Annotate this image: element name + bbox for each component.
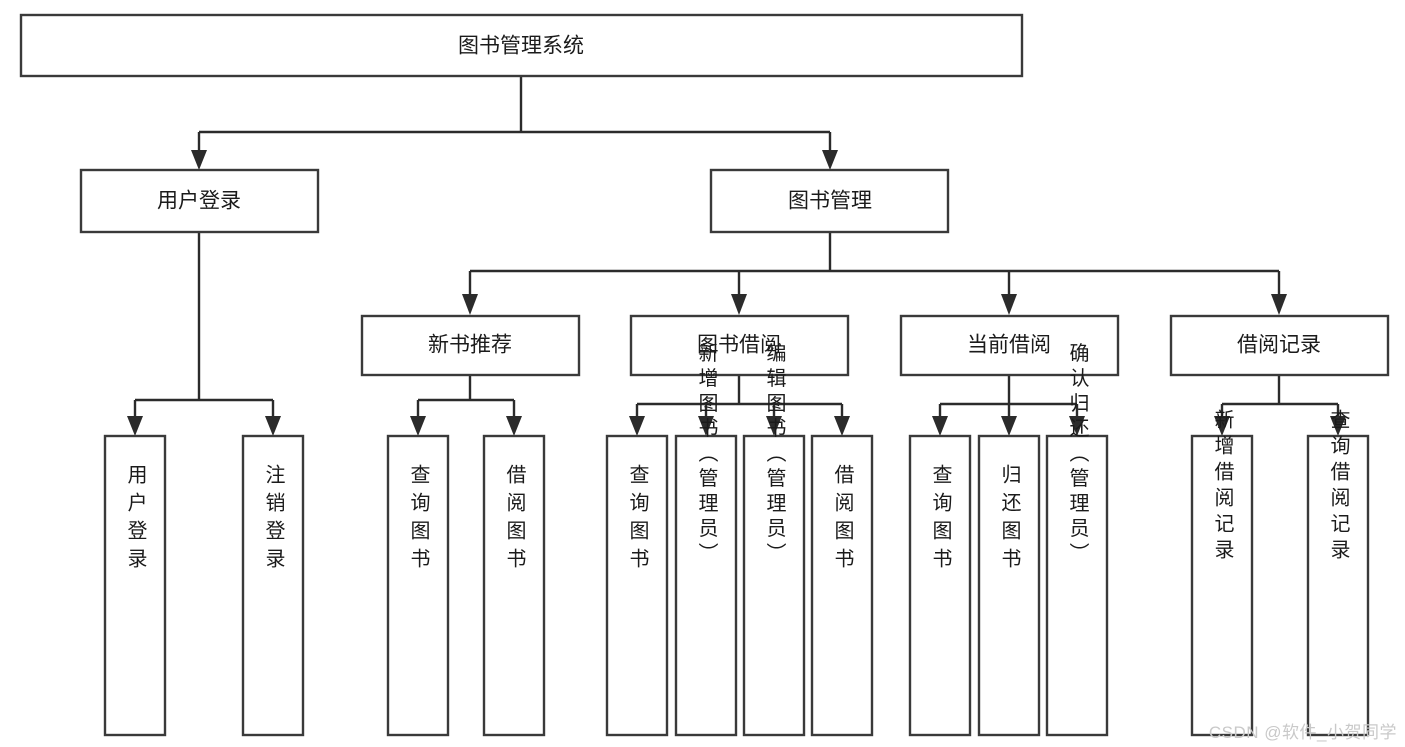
node-leaf-query-record-label: 查询借阅记录 <box>1327 409 1350 565</box>
node-leaf-edit-book-label: 编辑图书（管理员） <box>763 342 786 567</box>
arrow-head-leaf-borrow-book-2 <box>834 416 850 436</box>
arrow-head-leaf-add-record <box>1214 416 1230 436</box>
node-book-manage-label: 图书管理 <box>788 190 872 213</box>
arrow-head-borrow-record <box>1271 294 1287 315</box>
arrow-head-leaf-borrow-book-1 <box>506 416 522 436</box>
node-leaf-logout-login[interactable]: 注销登录 <box>241 434 305 737</box>
node-leaf-borrow-book-1-label: 借阅图书 <box>503 464 526 576</box>
arrow-head-leaf-query-record <box>1330 416 1346 436</box>
node-book-borrow-label: 图书借阅 <box>697 334 781 357</box>
node-leaf-query-book-2-label: 查询图书 <box>626 464 649 576</box>
node-leaf-user-login-label: 用户登录 <box>124 464 147 576</box>
node-leaf-return-book[interactable]: 归还图书 <box>977 434 1041 737</box>
node-book-borrow[interactable]: 图书借阅 <box>629 314 850 377</box>
node-new-book-recommend-box[interactable] <box>360 314 581 377</box>
node-leaf-query-book-1-box[interactable] <box>386 434 450 737</box>
node-leaf-confirm-return-box[interactable] <box>1045 434 1109 737</box>
arrow-head-leaf-logout-login <box>265 416 281 436</box>
node-leaf-query-record[interactable]: 查询借阅记录 <box>1306 409 1370 737</box>
node-root[interactable]: 图书管理系统 <box>19 13 1024 78</box>
node-leaf-query-book-1-label: 查询图书 <box>407 464 430 576</box>
node-root-label: 图书管理系统 <box>458 35 584 58</box>
node-book-borrow-box[interactable] <box>629 314 850 377</box>
arrow-head-user-login <box>191 150 207 170</box>
node-leaf-borrow-book-2[interactable]: 借阅图书 <box>810 434 874 737</box>
node-leaf-query-book-3-label: 查询图书 <box>929 464 952 576</box>
node-leaf-query-book-1[interactable]: 查询图书 <box>386 434 450 737</box>
node-leaf-return-book-box[interactable] <box>977 434 1041 737</box>
arrow-head-leaf-query-book-1 <box>410 416 426 436</box>
node-current-borrow-box[interactable] <box>899 314 1120 377</box>
node-user-login[interactable]: 用户登录 <box>79 168 320 234</box>
node-leaf-query-book-3-box[interactable] <box>908 434 972 737</box>
arrow-head-new-book-recommend <box>462 294 478 315</box>
node-leaf-borrow-book-2-box[interactable] <box>810 434 874 737</box>
arrow-head-book-borrow <box>731 294 747 315</box>
node-leaf-add-book[interactable]: 新增图书（管理员） <box>674 342 738 737</box>
node-leaf-query-book-2[interactable]: 查询图书 <box>605 434 669 737</box>
node-leaf-user-login[interactable]: 用户登录 <box>103 434 167 737</box>
node-leaf-borrow-book-2-label: 借阅图书 <box>831 464 854 576</box>
connector-layer <box>127 76 1346 436</box>
node-book-manage[interactable]: 图书管理 <box>709 168 950 234</box>
node-leaf-logout-login-box[interactable] <box>241 434 305 737</box>
arrow-head-leaf-user-login <box>127 416 143 436</box>
node-leaf-edit-book-box[interactable] <box>742 434 806 737</box>
arrow-head-leaf-edit-book <box>766 416 782 436</box>
node-leaf-query-book-2-box[interactable] <box>605 434 669 737</box>
node-leaf-user-login-box[interactable] <box>103 434 167 737</box>
arrow-head-leaf-add-book <box>698 416 714 436</box>
node-leaf-logout-login-label: 注销登录 <box>262 464 285 576</box>
csdn-watermark: CSDN @软件_小贺同学 <box>1208 723 1397 742</box>
node-leaf-borrow-book-1-box[interactable] <box>482 434 546 737</box>
node-root-box[interactable] <box>19 13 1024 78</box>
node-leaf-return-book-label: 归还图书 <box>998 464 1021 576</box>
node-leaf-add-record[interactable]: 新增借阅记录 <box>1190 409 1254 737</box>
node-leaf-confirm-return-label: 确认归还（管理员） <box>1066 342 1089 567</box>
arrow-head-current-borrow <box>1001 294 1017 315</box>
arrow-head-leaf-confirm-return <box>1069 416 1085 436</box>
node-leaf-add-book-label: 新增图书（管理员） <box>695 342 718 567</box>
node-user-login-box[interactable] <box>79 168 320 234</box>
node-current-borrow[interactable]: 当前借阅 <box>899 314 1120 377</box>
node-leaf-query-record-box[interactable] <box>1306 434 1370 737</box>
node-book-manage-box[interactable] <box>709 168 950 234</box>
arrow-head-book-manage <box>822 150 838 170</box>
node-leaf-query-book-3[interactable]: 查询图书 <box>908 434 972 737</box>
node-new-book-recommend-label: 新书推荐 <box>428 334 512 357</box>
arrow-head-leaf-return-book <box>1001 416 1017 436</box>
node-leaf-add-record-label: 新增借阅记录 <box>1211 409 1234 565</box>
node-new-book-recommend[interactable]: 新书推荐 <box>360 314 581 377</box>
node-leaf-add-book-box[interactable] <box>674 434 738 737</box>
node-user-login-label: 用户登录 <box>157 190 241 213</box>
arrow-head-leaf-query-book-3 <box>932 416 948 436</box>
node-leaf-confirm-return[interactable]: 确认归还（管理员） <box>1045 342 1109 737</box>
node-current-borrow-label: 当前借阅 <box>967 334 1051 357</box>
node-leaf-edit-book[interactable]: 编辑图书（管理员） <box>742 342 806 737</box>
node-leaf-add-record-box[interactable] <box>1190 434 1254 737</box>
arrow-head-leaf-query-book-2 <box>629 416 645 436</box>
node-leaf-borrow-book-1[interactable]: 借阅图书 <box>482 434 546 737</box>
node-borrow-record-box[interactable] <box>1169 314 1390 377</box>
node-borrow-record[interactable]: 借阅记录 <box>1169 314 1390 377</box>
node-borrow-record-label: 借阅记录 <box>1237 334 1321 357</box>
